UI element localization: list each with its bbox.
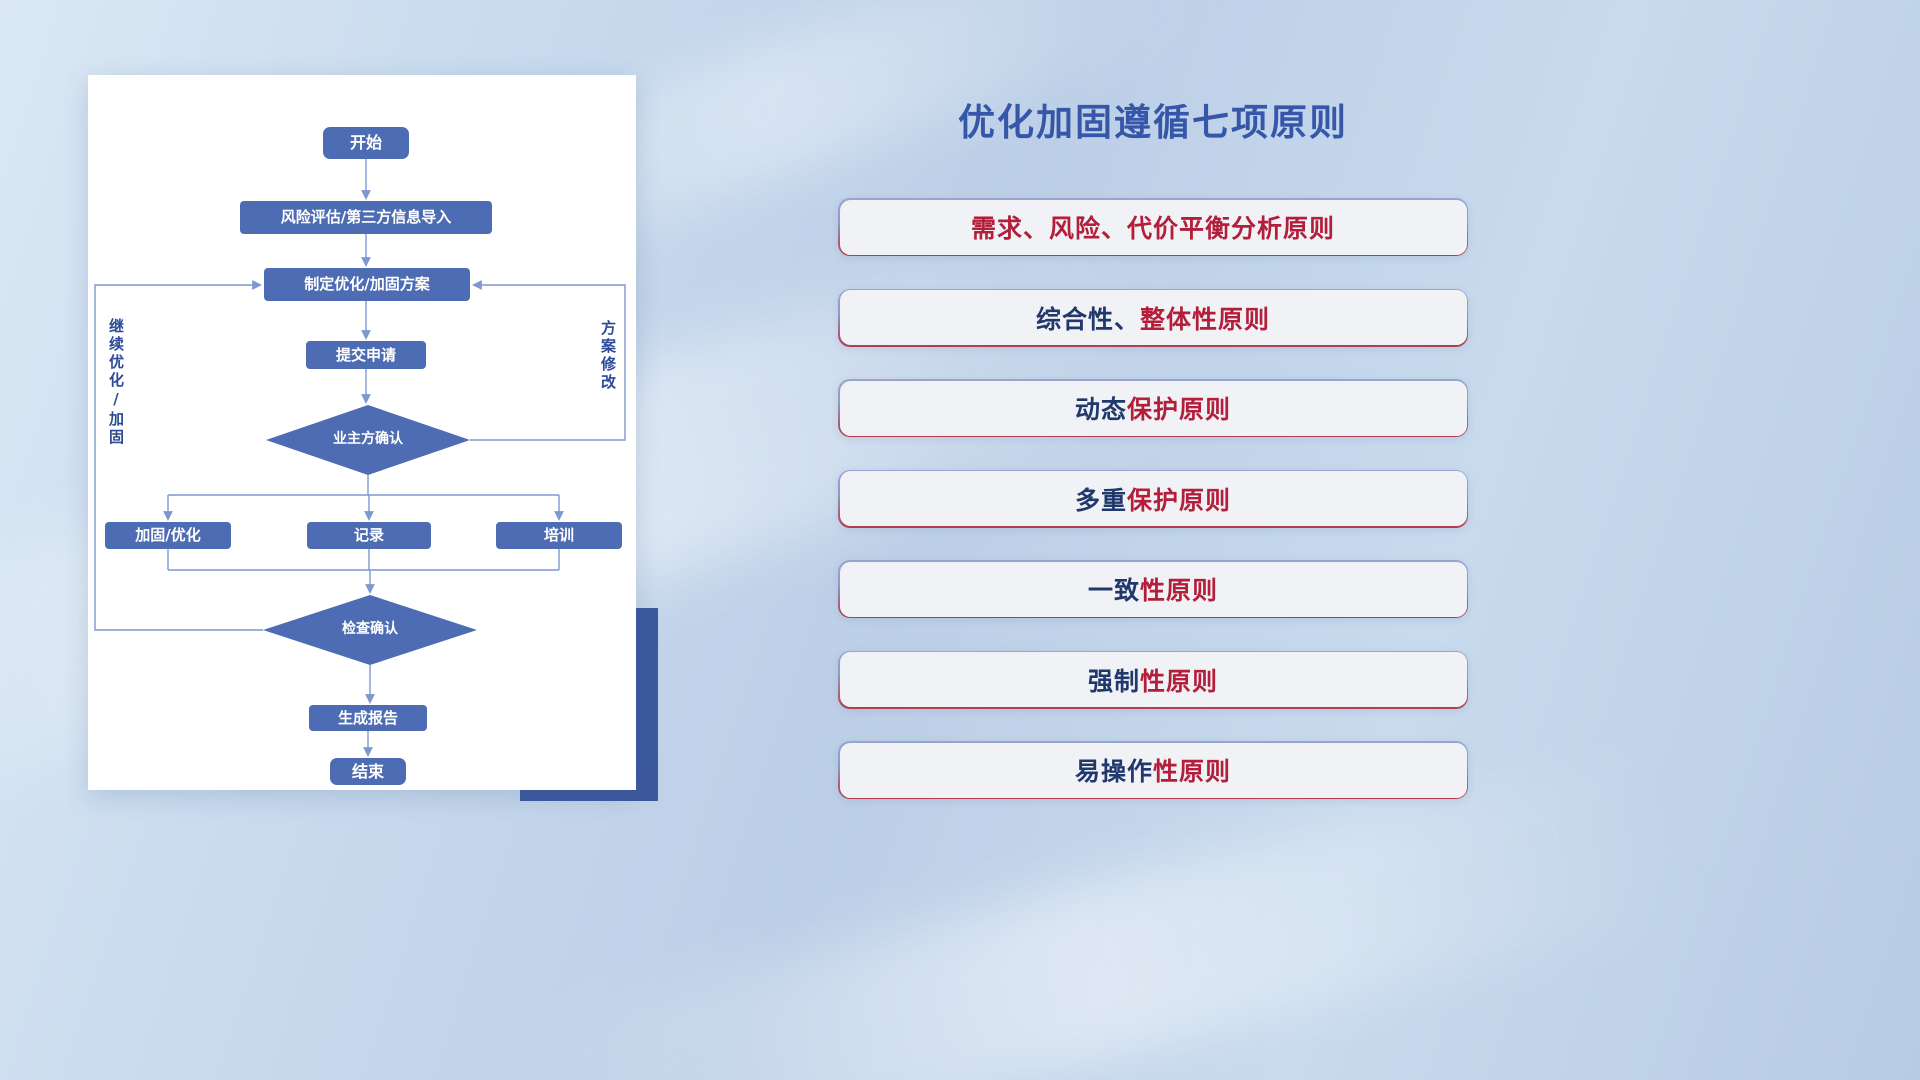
principle-text-prefix: 易操作	[1074, 757, 1153, 786]
flow-node-start: 开始	[323, 127, 409, 159]
principles-list: 需求、风险、代价平衡分析原则 综合性、整体性原则 动态保护原则 多重保护原则 一…	[838, 198, 1468, 799]
principle-box: 综合性、整体性原则	[838, 288, 1468, 347]
principle-text: 一致性原则	[839, 561, 1467, 617]
flow-node-reinforce-optimize: 加固/优化	[105, 522, 231, 549]
principle-text: 强制性原则	[839, 652, 1467, 707]
flow-node-make-plan: 制定优化/加固方案	[264, 268, 470, 301]
flow-node-submit: 提交申请	[306, 341, 426, 369]
principle-text-prefix: 多重	[1074, 485, 1127, 515]
principle-text-suffix: 整体性原则	[1140, 304, 1271, 334]
principle-text-suffix: 性原则	[1140, 666, 1219, 696]
principle-box: 易操作性原则	[838, 741, 1468, 799]
principle-text: 动态保护原则	[839, 380, 1467, 436]
principle-text-suffix: 保护原则	[1127, 395, 1232, 424]
principle-text: 易操作性原则	[839, 742, 1467, 798]
principle-text-prefix: 强制	[1087, 666, 1140, 696]
principle-text-suffix: 保护原则	[1127, 485, 1232, 515]
principle-text-prefix: 综合性、	[1035, 304, 1140, 334]
principle-box: 需求、风险、代价平衡分析原则	[838, 198, 1468, 256]
principle-text-suffix: 性原则	[1140, 576, 1219, 605]
flow-node-training: 培训	[496, 522, 622, 549]
principle-text-suffix: 需求、风险、代价平衡分析原则	[970, 214, 1335, 243]
loop-label-plan-revision: 方案修改	[599, 320, 617, 392]
principle-box: 一致性原则	[838, 560, 1468, 618]
flow-node-risk-import: 风险评估/第三方信息导入	[240, 201, 492, 234]
principle-text: 多重保护原则	[839, 471, 1467, 526]
principle-box: 动态保护原则	[838, 379, 1468, 437]
principle-text-prefix: 动态	[1074, 395, 1127, 424]
flow-decision-label: 业主方确认	[333, 431, 403, 448]
principle-text: 需求、风险、代价平衡分析原则	[839, 199, 1467, 255]
flow-node-end: 结束	[330, 758, 406, 785]
principle-text-prefix: 一致	[1087, 576, 1140, 605]
flowchart-card: 开始 风险评估/第三方信息导入 制定优化/加固方案 提交申请 业主方确认 加固/…	[88, 75, 636, 790]
principle-box: 强制性原则	[838, 650, 1468, 709]
flow-node-generate-report: 生成报告	[309, 705, 427, 731]
flow-node-record: 记录	[307, 522, 431, 549]
loop-label-continue-optimize: 继续优化/加固	[107, 318, 125, 447]
principle-box: 多重保护原则	[838, 469, 1468, 528]
principle-text: 综合性、整体性原则	[839, 290, 1467, 345]
panel-title: 优化加固遵循七项原则	[958, 101, 1348, 144]
principle-text-suffix: 性原则	[1153, 757, 1232, 786]
flow-decision-label: 检查确认	[342, 621, 398, 638]
